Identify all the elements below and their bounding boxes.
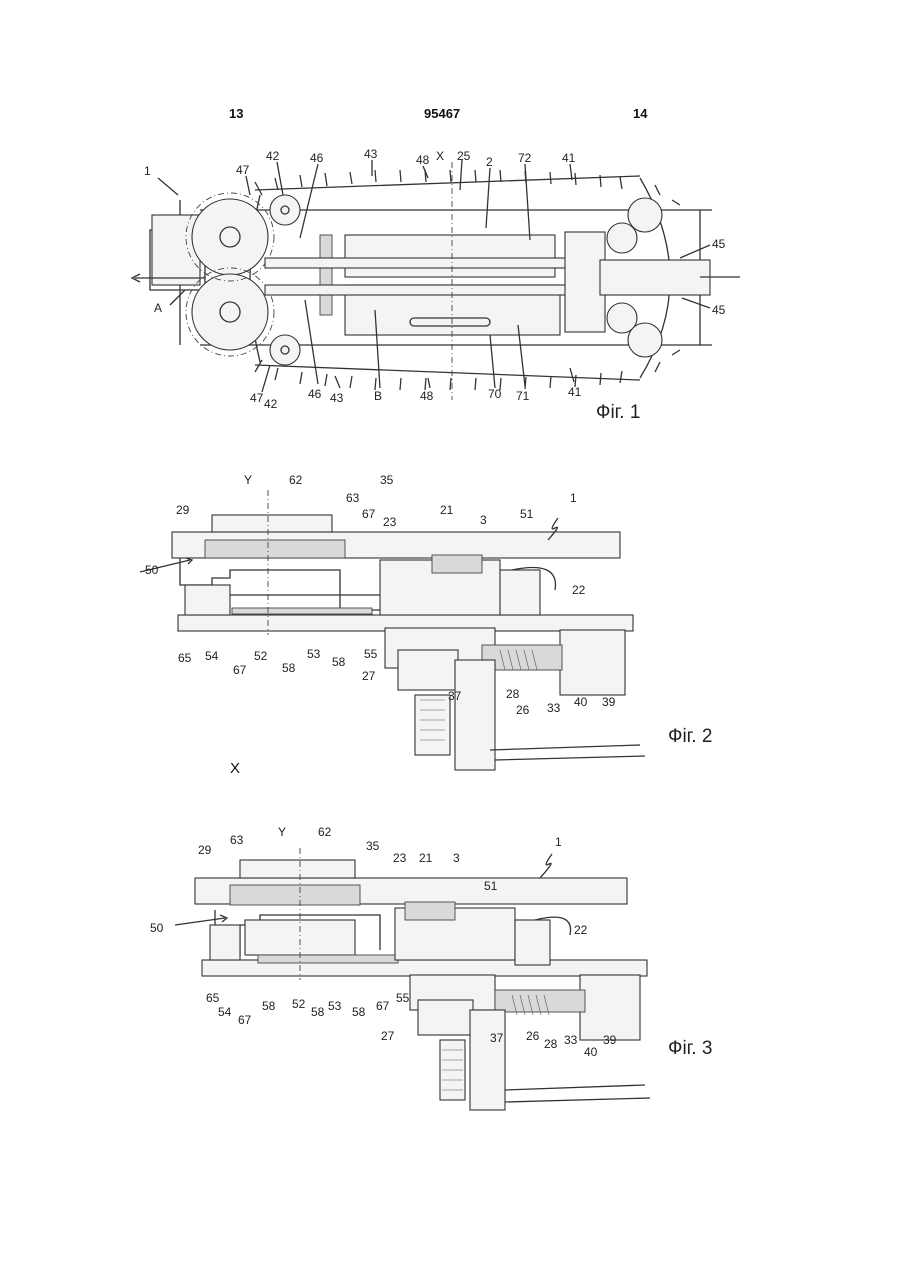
fig2-label: 55 bbox=[364, 647, 378, 661]
fig2-label: 58 bbox=[332, 655, 346, 669]
fig2-label: 39 bbox=[602, 695, 616, 709]
fig3-label: 37 bbox=[490, 1031, 504, 1045]
fig2-label: 37 bbox=[448, 689, 462, 703]
fig3-label: 58 bbox=[262, 999, 276, 1013]
fig1-label: 48 bbox=[420, 389, 434, 403]
fig3-label: 29 bbox=[198, 843, 212, 857]
fig2-label: 27 bbox=[362, 669, 376, 683]
figure-1: 1 47 42 46 43 48 X 25 2 72 41 45 A 45 47… bbox=[0, 140, 901, 430]
fig1-label: 48 bbox=[416, 153, 430, 167]
page-number-left: 13 bbox=[229, 106, 243, 121]
fig2-label: 35 bbox=[380, 473, 394, 487]
figure-1-drawing: 1 47 42 46 43 48 X 25 2 72 41 45 A 45 47… bbox=[0, 140, 901, 430]
fig1-label: 46 bbox=[310, 151, 324, 165]
fig1-label: 71 bbox=[516, 389, 530, 403]
fig1-label: 47 bbox=[250, 391, 264, 405]
fig3-label: 23 bbox=[393, 851, 407, 865]
fig3-label: 65 bbox=[206, 991, 220, 1005]
fig3-label: 67 bbox=[376, 999, 390, 1013]
fig2-label: 54 bbox=[205, 649, 219, 663]
figure-2-caption: Фіг. 2 bbox=[668, 726, 712, 747]
fig1-label: 45 bbox=[712, 237, 726, 251]
fig2-label: 58 bbox=[282, 661, 296, 675]
fig2-label: 51 bbox=[520, 507, 534, 521]
fig3-label: 28 bbox=[544, 1037, 558, 1051]
fig1-label: A bbox=[154, 301, 162, 315]
fig3-label: 3 bbox=[453, 851, 460, 865]
fig2-label: 40 bbox=[574, 695, 588, 709]
fig1-label: X bbox=[436, 149, 444, 163]
figure-3: 63 Y 62 35 1 29 23 21 3 51 50 22 65 54 6… bbox=[0, 810, 901, 1130]
fig3-label: 39 bbox=[603, 1033, 617, 1047]
fig2-label: 1 bbox=[570, 491, 577, 505]
fig1-label: 25 bbox=[457, 149, 471, 163]
fig1-label: 41 bbox=[568, 385, 582, 399]
fig3-label: 58 bbox=[352, 1005, 366, 1019]
fig1-label: 1 bbox=[144, 164, 151, 178]
document-number: 95467 bbox=[424, 106, 460, 121]
fig3-label: 27 bbox=[381, 1029, 395, 1043]
fig3-label: 55 bbox=[396, 991, 410, 1005]
fig3-label: Y bbox=[278, 825, 286, 839]
page-number-right: 14 bbox=[633, 106, 647, 121]
fig3-label: 40 bbox=[584, 1045, 598, 1059]
fig1-label: 72 bbox=[518, 151, 532, 165]
fig2-label: 33 bbox=[547, 701, 561, 715]
fig3-label: 35 bbox=[366, 839, 380, 853]
fig2-label: 23 bbox=[383, 515, 397, 529]
fig2-label: 26 bbox=[516, 703, 530, 717]
fig3-label: 1 bbox=[555, 835, 562, 849]
fig2-label: 62 bbox=[289, 473, 303, 487]
fig2-label: 22 bbox=[572, 583, 586, 597]
fig3-label: 53 bbox=[328, 999, 342, 1013]
fig3-label: 50 bbox=[150, 921, 164, 935]
fig2-label: 53 bbox=[307, 647, 321, 661]
fig2-label: 29 bbox=[176, 503, 190, 517]
fig2-label: 67 bbox=[362, 507, 376, 521]
fig2-label: Y bbox=[244, 473, 252, 487]
figure-3-caption: Фіг. 3 bbox=[668, 1038, 712, 1059]
axis-marker: X bbox=[230, 760, 240, 777]
fig2-label: 21 bbox=[440, 503, 454, 517]
fig2-label: 3 bbox=[480, 513, 487, 527]
fig1-label: 45 bbox=[712, 303, 726, 317]
fig1-label: 70 bbox=[488, 387, 502, 401]
fig3-label: 52 bbox=[292, 997, 306, 1011]
fig3-label: 33 bbox=[564, 1033, 578, 1047]
figure-2: Y 62 35 63 29 67 23 21 3 51 1 50 22 65 5… bbox=[0, 460, 901, 780]
fig1-label: 41 bbox=[562, 151, 576, 165]
fig1-label: 43 bbox=[364, 147, 378, 161]
fig1-label: 46 bbox=[308, 387, 322, 401]
fig3-label: 63 bbox=[230, 833, 244, 847]
fig3-label: 22 bbox=[574, 923, 588, 937]
fig2-label: 67 bbox=[233, 663, 247, 677]
fig1-label: 2 bbox=[486, 155, 493, 169]
fig3-label: 26 bbox=[526, 1029, 540, 1043]
fig2-label: 63 bbox=[346, 491, 360, 505]
fig1-label: 47 bbox=[236, 163, 250, 177]
fig2-label: 50 bbox=[145, 563, 159, 577]
fig3-label: 21 bbox=[419, 851, 433, 865]
figure-1-caption: Фіг. 1 bbox=[596, 402, 640, 423]
fig3-label: 54 bbox=[218, 1005, 232, 1019]
fig3-label: 62 bbox=[318, 825, 332, 839]
figure-2-drawing: Y 62 35 63 29 67 23 21 3 51 1 50 22 65 5… bbox=[0, 460, 901, 780]
fig2-label: 28 bbox=[506, 687, 520, 701]
fig3-label: 51 bbox=[484, 879, 498, 893]
figure-3-drawing: 63 Y 62 35 1 29 23 21 3 51 50 22 65 54 6… bbox=[0, 810, 901, 1130]
fig3-label: 58 bbox=[311, 1005, 325, 1019]
fig2-label: 65 bbox=[178, 651, 192, 665]
fig1-label: 43 bbox=[330, 391, 344, 405]
fig2-label: 52 bbox=[254, 649, 268, 663]
fig1-label: 42 bbox=[264, 397, 278, 411]
fig1-label: B bbox=[374, 389, 382, 403]
fig3-label: 67 bbox=[238, 1013, 252, 1027]
fig1-label: 42 bbox=[266, 149, 280, 163]
